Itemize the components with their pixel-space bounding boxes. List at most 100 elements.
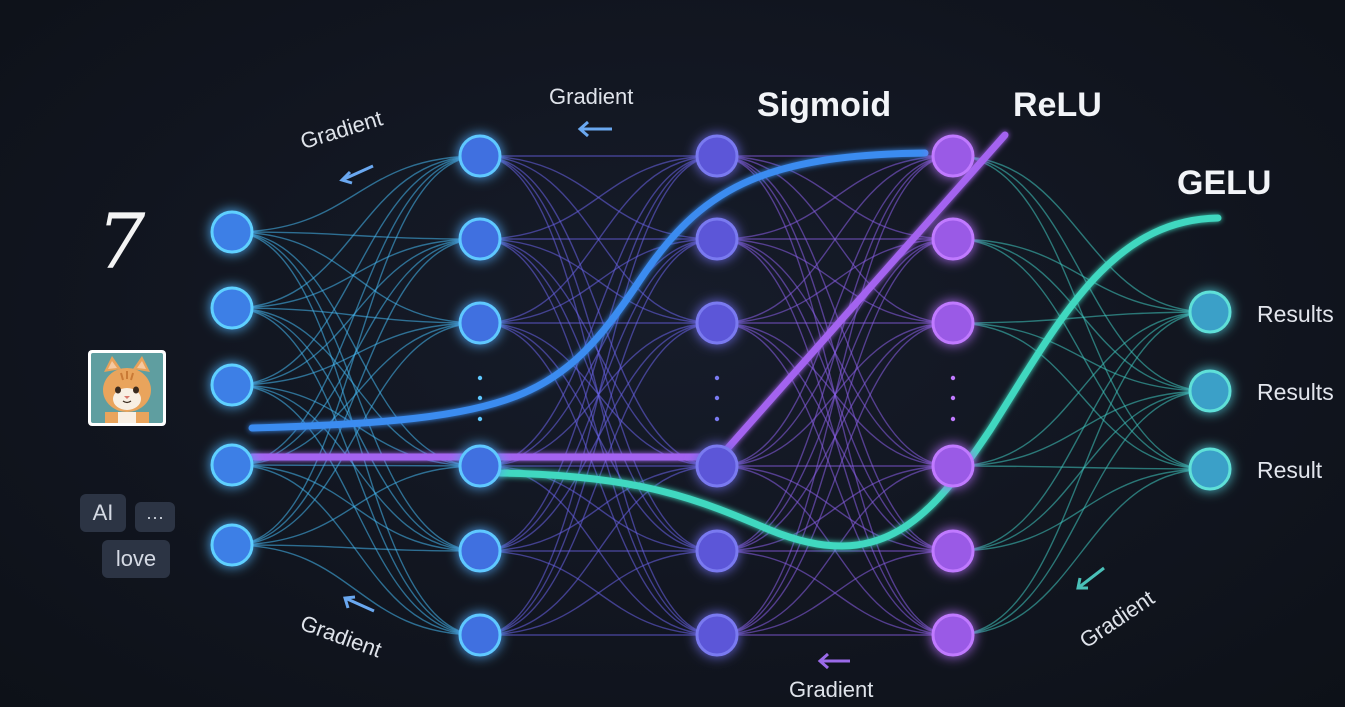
connection-edge — [952, 238, 1211, 392]
network-node — [931, 301, 975, 345]
connection-edge — [231, 322, 481, 386]
connection-edge — [231, 464, 481, 636]
connection-edge — [479, 465, 718, 552]
connection-edge — [231, 238, 481, 546]
network-node — [458, 301, 502, 345]
ellipsis-dot — [950, 395, 956, 401]
token-chip: love — [102, 540, 170, 578]
connection-edge — [231, 155, 481, 386]
sigmoid-label: Sigmoid — [757, 86, 892, 124]
ellipsis-dot — [950, 416, 956, 422]
connection-edge — [479, 155, 718, 467]
network-nodes — [210, 134, 1232, 657]
result-label: Results — [1257, 301, 1334, 327]
connection-edge — [231, 155, 481, 466]
ellipsis-dot — [950, 375, 956, 381]
network-node — [458, 613, 502, 657]
arrow-left-icon — [1076, 566, 1105, 590]
token-chip: ··· — [135, 502, 175, 532]
connection-edge — [716, 238, 954, 636]
gelu-label: GELU — [1177, 164, 1272, 202]
connection-edge — [231, 464, 481, 467]
connection-edge — [231, 238, 481, 309]
connection-edge — [231, 231, 481, 240]
connection-edge — [231, 155, 481, 233]
connection-edge — [716, 155, 954, 324]
relu-label: ReLU — [1013, 86, 1102, 124]
connection-edge — [479, 155, 718, 636]
network-node — [695, 301, 739, 345]
ellipsis-dot — [477, 416, 483, 422]
connection-edge — [231, 465, 481, 546]
connection-edge — [952, 390, 1211, 552]
connection-edge — [479, 550, 718, 636]
result-label: Results — [1257, 379, 1334, 405]
connection-edge — [716, 155, 954, 240]
connection-edge — [952, 311, 1211, 636]
connection-edge — [952, 322, 1211, 392]
token-chip: AI — [80, 494, 126, 532]
connection-edge — [479, 155, 718, 324]
connection-edge — [952, 390, 1211, 636]
connection-edge — [952, 311, 1211, 324]
connection-edge — [716, 155, 954, 636]
result-label: Result — [1257, 457, 1323, 483]
connection-edge — [231, 307, 481, 636]
network-node — [210, 286, 254, 330]
connection-edge — [952, 311, 1211, 467]
network-node — [931, 217, 975, 261]
connection-edge — [716, 550, 954, 636]
sigmoid-curve — [248, 149, 929, 432]
connection-edge — [952, 155, 1211, 313]
connection-edge — [952, 465, 1211, 470]
connection-edge — [716, 465, 954, 552]
connection-edge — [716, 155, 954, 467]
connection-edge — [231, 322, 481, 546]
connection-edge — [231, 384, 481, 636]
connection-edge — [231, 155, 481, 546]
connection-edge — [231, 231, 481, 324]
network-node — [695, 529, 739, 573]
connection-lines — [231, 155, 1211, 636]
cat-image-icon — [88, 350, 166, 426]
ellipsis-dot — [714, 375, 720, 381]
connection-edge — [231, 464, 481, 552]
gradient-label: Gradient — [549, 84, 634, 109]
connection-edge — [952, 311, 1211, 552]
connection-edge — [479, 155, 718, 552]
arrow-left-icon — [343, 595, 375, 613]
arrow-left-icon — [339, 164, 374, 185]
network-node — [210, 523, 254, 567]
connection-edge — [231, 544, 481, 636]
connection-edge — [231, 307, 481, 467]
network-node — [695, 134, 739, 178]
connection-edge — [231, 155, 481, 309]
gelu-curve — [496, 214, 1222, 550]
gradient-label: Gradient — [789, 677, 874, 702]
network-node — [458, 529, 502, 573]
connection-edge — [231, 307, 481, 552]
connection-edge — [952, 238, 1211, 313]
connection-edge — [231, 384, 481, 552]
arrow-left-icon — [577, 120, 612, 138]
connection-edge — [479, 155, 718, 240]
ellipsis-dot — [714, 416, 720, 422]
connection-edge — [952, 468, 1211, 552]
network-node — [931, 613, 975, 657]
connection-edge — [952, 238, 1211, 470]
network-node — [695, 444, 739, 488]
ellipsis-dot — [477, 395, 483, 401]
network-node — [695, 613, 739, 657]
network-node — [1188, 447, 1232, 491]
network-node — [1188, 290, 1232, 334]
connection-edge — [231, 544, 481, 552]
arrow-left-icon — [817, 652, 850, 670]
network-node — [458, 444, 502, 488]
network-node — [931, 529, 975, 573]
network-node — [695, 217, 739, 261]
connection-edge — [952, 390, 1211, 467]
network-node — [1188, 369, 1232, 413]
ellipsis-dot — [714, 395, 720, 401]
